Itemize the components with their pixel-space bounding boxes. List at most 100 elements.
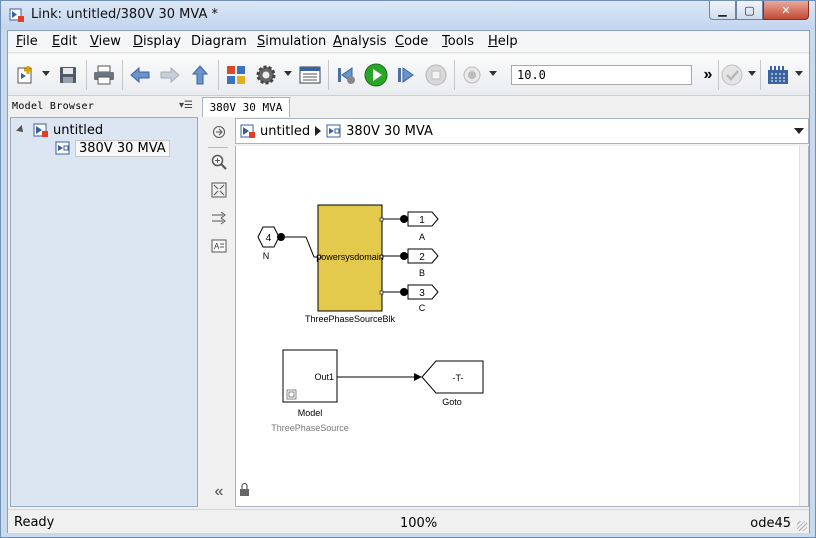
new-model-button[interactable] [14,63,38,87]
menu-analysis[interactable]: Analysis [333,34,387,49]
menu-file[interactable]: File [16,34,38,49]
model-block-ref: ThreePhaseSource [271,423,349,433]
new-model-dropdown-icon[interactable] [42,71,50,76]
inport-n[interactable]: 4 N [257,226,285,261]
maximize-button[interactable]: ▢ [736,1,763,20]
back-button[interactable] [128,63,152,87]
new-model-icon [17,66,32,84]
step-forward-button[interactable] [394,63,418,87]
stop-button[interactable] [424,63,448,87]
arrows-right-icon [212,211,226,225]
resize-grip[interactable] [797,521,807,531]
library-browser-button[interactable] [224,63,248,87]
model-block-port: Out1 [314,372,334,382]
diagram-canvas[interactable]: 4 N powersysdomain ThreePhaseSourceBlk [235,146,809,507]
window-title: Link: untitled/380V 30 MVA * [31,7,218,22]
menu-edit[interactable]: Edit [52,34,78,49]
tree-item-untitled[interactable]: untitled [16,122,103,138]
model-explorer-button[interactable] [298,63,322,87]
tab-strip: 380V 30 MVA [200,97,809,117]
record-button[interactable] [460,63,484,87]
tab-380v-30-mva[interactable]: 380V 30 MVA [202,97,290,117]
zoom-button[interactable] [210,153,228,171]
save-icon [60,67,76,83]
menu-tools[interactable]: Tools [442,34,475,49]
build-grid-icon [768,66,788,84]
arrow-up-icon [191,65,209,85]
menu-diagram[interactable]: Diagram [191,34,247,49]
outport-a[interactable]: 1 A [383,211,439,242]
run-play-icon [364,63,388,87]
inport-n-number: 4 [266,233,272,244]
connection-line[interactable] [285,236,319,258]
collapse-palette-button[interactable]: « [214,483,224,500]
print-button[interactable] [92,63,116,87]
step-back-button[interactable] [334,63,358,87]
source-block-text: powersysdomain [316,252,384,262]
fit-to-view-button[interactable] [210,181,228,199]
close-button[interactable]: ✕ [763,1,809,20]
record-dropdown-icon[interactable] [489,71,497,76]
model-config-dropdown-icon[interactable] [284,71,292,76]
more-tools-button[interactable]: » [703,66,713,83]
outport-c-number: 3 [419,288,425,299]
client-area: File Edit View Display Diagram Simulatio… [7,30,810,533]
goto-block[interactable]: -T- Goto [421,360,484,407]
breadcrumb-arrow-icon [315,126,322,136]
up-button[interactable] [188,63,212,87]
breadcrumb-current[interactable]: 380V 30 MVA [346,123,433,139]
toolbar: 10.0 » [8,54,809,96]
save-button[interactable] [56,63,80,87]
outport-b[interactable]: 2 B [383,248,439,278]
model-block-name: Model [298,408,323,418]
model-advisor-button[interactable] [720,63,744,87]
hide-show-browser-button[interactable] [210,123,228,141]
library-grid-icon [227,66,245,84]
tree-item-subsystem[interactable]: 380V 30 MVA [55,139,170,157]
record-icon [463,66,481,84]
toolbar-separator [218,60,219,90]
status-zoom: 100% [400,516,438,531]
vertical-scrollbar[interactable] [799,146,808,506]
menu-simulation[interactable]: Simulation [257,34,327,49]
three-phase-source-block[interactable]: powersysdomain ThreePhaseSourceBlk [305,204,396,324]
outport-c-label: C [419,303,426,313]
annotation-button[interactable]: A [210,237,228,255]
address-dropdown-icon[interactable] [794,128,804,134]
gear-icon [256,65,276,85]
menu-display[interactable]: Display [133,34,181,49]
toolbar-separator [122,60,123,90]
stop-icon [425,64,447,86]
model-browser-header: Model Browser ▾☰ [8,97,197,115]
tree-item-label: 380V 30 MVA [75,139,170,157]
browser-menu-icon[interactable]: ▾☰ [179,100,193,111]
build-button[interactable] [766,63,790,87]
model-browser-tree: untitled 380V 30 MVA [10,117,198,507]
run-button[interactable] [364,63,388,87]
minimize-button[interactable]: ▁ [709,1,736,20]
status-state: Ready [14,515,55,530]
model-reference-block[interactable]: Out1 Model ThreePhaseSource [271,349,349,433]
outport-c[interactable]: 3 C [383,284,439,313]
lock-icon[interactable] [240,482,249,497]
forward-button[interactable] [158,63,182,87]
model-advisor-dropdown-icon[interactable] [748,71,756,76]
palette-separator [208,147,228,148]
inport-n-label: N [263,251,270,261]
outport-b-number: 2 [419,252,425,263]
build-dropdown-icon[interactable] [795,71,803,76]
breadcrumb: untitled 380V 30 MVA [240,123,433,139]
toolbar-separator [760,60,761,90]
menu-view[interactable]: View [90,34,121,49]
arrow-left-icon [130,66,150,84]
status-solver[interactable]: ode45 [750,516,791,531]
menu-code[interactable]: Code [395,34,429,49]
model-config-button[interactable] [254,63,278,87]
breadcrumb-root[interactable]: untitled [260,123,311,139]
annotation-icon: A [211,239,227,253]
stop-time-input[interactable]: 10.0 [511,65,692,85]
tree-expand-icon[interactable] [16,125,26,135]
menu-help[interactable]: Help [488,34,518,49]
outport-a-number: 1 [419,215,425,226]
route-lines-button[interactable] [210,209,228,227]
